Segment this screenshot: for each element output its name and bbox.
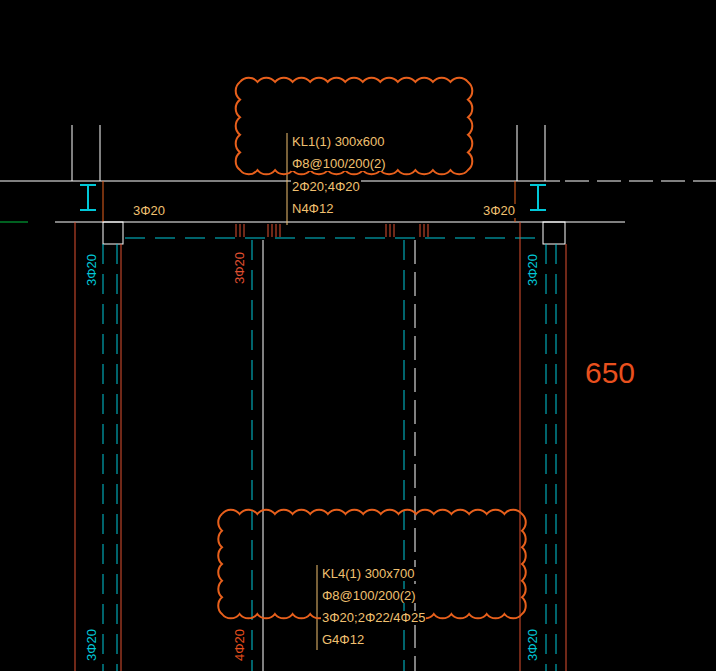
revision-cloud bbox=[236, 78, 473, 175]
stirrup-spec: Φ8@100/200(2) bbox=[291, 157, 387, 171]
rebar-label: 3Φ20 bbox=[233, 251, 247, 285]
side-bar-spec: N4Φ12 bbox=[291, 202, 334, 216]
beam-side-line bbox=[121, 244, 122, 671]
column-line bbox=[100, 125, 101, 181]
leader-line bbox=[317, 565, 318, 650]
beam-bottom-line bbox=[55, 222, 625, 223]
column-box bbox=[543, 222, 565, 244]
beam-side-line bbox=[566, 244, 567, 671]
rebar-line bbox=[404, 240, 405, 671]
rebar-label: 3Φ20 bbox=[85, 628, 99, 662]
section-symbol bbox=[80, 185, 96, 210]
rebar-line bbox=[546, 244, 547, 671]
column-line bbox=[517, 125, 518, 181]
rebar-label: 3Φ20 bbox=[85, 253, 99, 287]
beam-top-line bbox=[0, 181, 560, 182]
side-bar-spec: G4Φ12 bbox=[321, 633, 365, 647]
beam-side-line bbox=[263, 240, 264, 671]
rebar-label: 3Φ20 bbox=[526, 628, 540, 662]
stirrup-marks bbox=[236, 224, 428, 237]
leader-line bbox=[287, 133, 288, 225]
axis-line bbox=[565, 181, 716, 182]
beam-end-line bbox=[103, 181, 104, 222]
rebar-line bbox=[556, 244, 557, 671]
section-symbol bbox=[530, 185, 546, 210]
axis-line bbox=[0, 222, 28, 223]
column-line bbox=[545, 125, 546, 181]
rebar-line bbox=[117, 244, 118, 671]
column-box bbox=[103, 222, 123, 244]
dimension-label: 650 bbox=[584, 356, 636, 389]
beam-side-line bbox=[75, 222, 76, 671]
rebar-spec: 2Φ20;4Φ20 bbox=[291, 180, 361, 194]
beam-mark: KL1(1) 300x600 bbox=[291, 135, 386, 149]
column-line bbox=[72, 125, 73, 181]
rebar-line bbox=[103, 244, 104, 671]
rebar-line bbox=[252, 240, 253, 671]
rebar-spec: 3Φ20;2Φ22/4Φ25 bbox=[321, 611, 426, 625]
stirrup-spec: Φ8@100/200(2) bbox=[321, 589, 417, 603]
revision-cloud bbox=[218, 510, 526, 619]
rebar-label: 3Φ20 bbox=[526, 253, 540, 287]
rebar-line bbox=[125, 238, 540, 239]
rebar-label: 3Φ20 bbox=[132, 204, 166, 218]
rebar-label: 4Φ20 bbox=[233, 628, 247, 662]
beam-side-line bbox=[415, 240, 416, 671]
beam-side-line bbox=[520, 222, 521, 671]
beam-mark: KL4(1) 300x700 bbox=[321, 567, 416, 581]
rebar-label: 3Φ20 bbox=[482, 204, 516, 218]
